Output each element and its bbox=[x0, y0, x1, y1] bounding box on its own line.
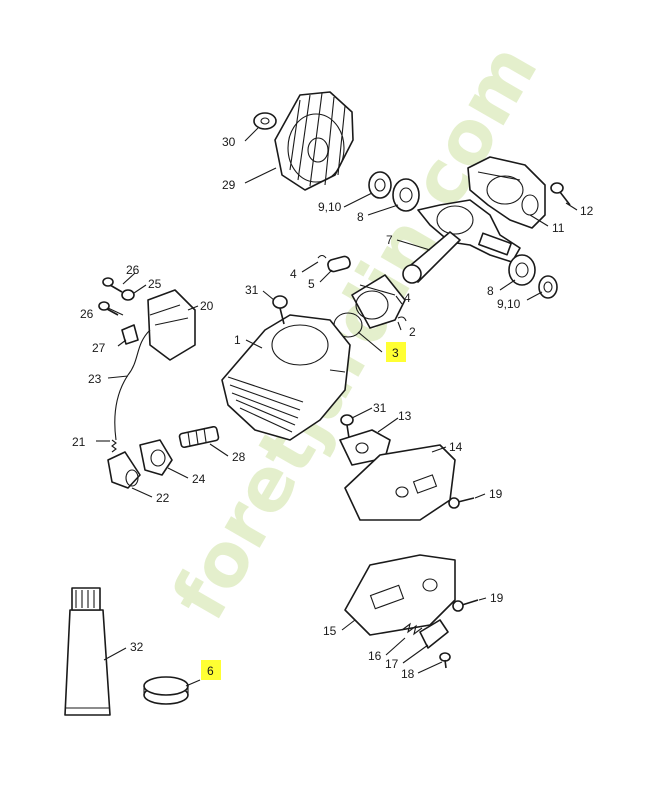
callout-12: 12 bbox=[580, 204, 594, 218]
screw-18-part bbox=[439, 652, 451, 669]
flywheel-part bbox=[274, 91, 354, 191]
callout-22: 22 bbox=[156, 491, 170, 505]
crankshaft-part bbox=[402, 199, 521, 284]
callout-26-lower: 26 bbox=[80, 307, 94, 321]
callout-19-lower: 19 bbox=[490, 591, 504, 605]
highlight-box-3 bbox=[386, 342, 406, 362]
callout-31-upper: 31 bbox=[245, 283, 259, 297]
callout-31-lower: 31 bbox=[373, 401, 387, 415]
grease-tube-part bbox=[64, 587, 111, 716]
plate-17-part bbox=[419, 619, 449, 649]
callout-3: 3 bbox=[392, 346, 399, 360]
callout-labels: 30 29 9,10 8 7 11 12 8 9,10 4 5 4 2 3 1 … bbox=[72, 135, 594, 681]
callout-17: 17 bbox=[385, 657, 399, 671]
callout-25: 25 bbox=[148, 277, 162, 291]
callout-24: 24 bbox=[192, 472, 206, 486]
callout-9-10-upper: 9,10 bbox=[318, 200, 342, 214]
watermark: foretjardin.com bbox=[156, 30, 554, 634]
callout-6: 6 bbox=[207, 664, 214, 678]
callout-1: 1 bbox=[234, 333, 241, 347]
grommet-part bbox=[139, 439, 173, 476]
cylinder-part bbox=[221, 314, 351, 441]
callout-14: 14 bbox=[449, 440, 463, 454]
spring-16-part bbox=[401, 622, 423, 636]
callout-18: 18 bbox=[401, 667, 415, 681]
callout-21: 21 bbox=[72, 435, 86, 449]
ignition-module-part bbox=[147, 289, 196, 361]
callout-26-upper: 26 bbox=[126, 263, 140, 277]
callout-23: 23 bbox=[88, 372, 102, 386]
callout-2: 2 bbox=[409, 325, 416, 339]
piston-part bbox=[351, 274, 407, 329]
spark-plug-boot-part bbox=[107, 451, 141, 489]
muffler-bottom-part bbox=[344, 554, 456, 636]
piston-pin-part bbox=[317, 254, 351, 273]
screws-26-part bbox=[98, 277, 135, 316]
screw-31-part bbox=[272, 295, 288, 325]
bearing-upper-part bbox=[368, 171, 420, 212]
screw-31-lower-part bbox=[340, 414, 354, 439]
contact-spring-part bbox=[121, 324, 139, 345]
spring-21-part bbox=[111, 439, 117, 453]
ring-6-part bbox=[143, 676, 189, 705]
callout-20: 20 bbox=[200, 299, 214, 313]
muffler-top-part bbox=[344, 444, 456, 521]
ignition-lead-part bbox=[114, 329, 151, 441]
gasket-part bbox=[339, 429, 391, 466]
callout-8-lower: 8 bbox=[487, 284, 494, 298]
callout-11: 11 bbox=[552, 221, 565, 235]
screw-12-part bbox=[550, 182, 571, 206]
callout-5: 5 bbox=[308, 277, 315, 291]
callout-30: 30 bbox=[222, 135, 236, 149]
crankcase-part bbox=[467, 156, 546, 229]
callout-29: 29 bbox=[222, 178, 236, 192]
callout-27: 27 bbox=[92, 341, 106, 355]
callout-32: 32 bbox=[130, 640, 144, 654]
callout-4-lower: 4 bbox=[404, 291, 411, 305]
nut-part bbox=[253, 112, 277, 130]
callout-28: 28 bbox=[232, 450, 246, 464]
bearing-lower-part bbox=[508, 254, 558, 299]
callout-7: 7 bbox=[386, 233, 393, 247]
screw-19-lower-part bbox=[452, 599, 479, 612]
callout-15: 15 bbox=[323, 624, 337, 638]
highlight-box-6 bbox=[201, 660, 221, 680]
callout-4-upper: 4 bbox=[290, 267, 297, 281]
callout-16: 16 bbox=[368, 649, 382, 663]
callout-9-10-lower: 9,10 bbox=[497, 297, 521, 311]
leader-lines bbox=[96, 127, 578, 687]
screw-19-upper-part bbox=[448, 497, 475, 509]
callout-19-upper: 19 bbox=[489, 487, 503, 501]
callout-8-upper: 8 bbox=[357, 210, 364, 224]
spark-plug-part bbox=[178, 425, 220, 449]
callout-13: 13 bbox=[398, 409, 412, 423]
